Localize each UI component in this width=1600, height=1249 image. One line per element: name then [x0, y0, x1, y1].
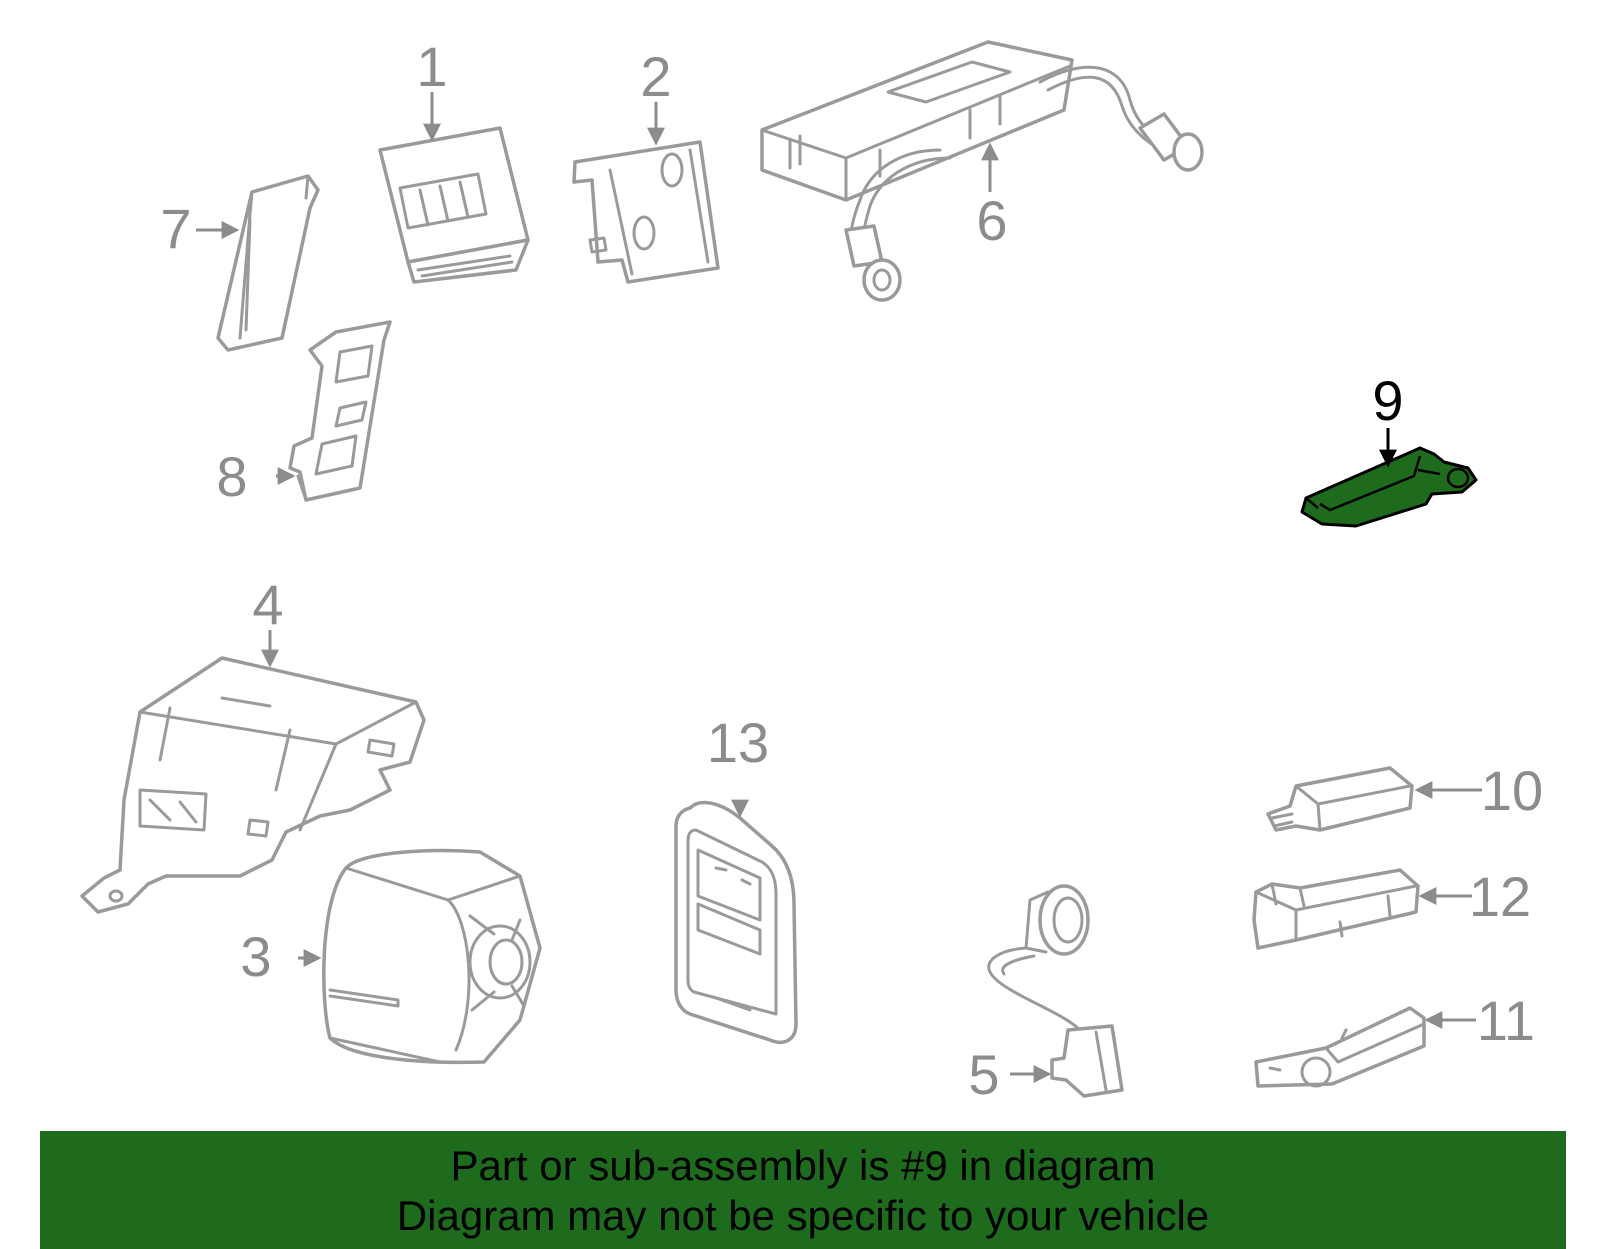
callout-4: 4 [252, 573, 283, 636]
callout-3: 3 [240, 925, 271, 988]
callout-13: 13 [707, 711, 769, 774]
part-10-module[interactable] [1266, 766, 1414, 832]
banner-line-part-info: Part or sub-assembly is #9 in diagram [450, 1142, 1156, 1189]
part-7-sensor-strip[interactable] [216, 174, 320, 352]
banner-line-disclaimer: Diagram may not be specific to your vehi… [396, 1192, 1210, 1239]
callout-6: 6 [976, 189, 1007, 252]
part-2-bracket[interactable] [572, 140, 720, 284]
callout-arrows [196, 92, 1482, 1083]
callout-7: 7 [160, 197, 191, 260]
callout-9: 9 [1372, 369, 1403, 432]
part-12-module[interactable] [1252, 868, 1420, 950]
callout-2: 2 [640, 45, 671, 108]
callout-1: 1 [416, 35, 447, 98]
info-banner: Part or sub-assembly is #9 in diagram Di… [40, 1131, 1566, 1249]
part-5-sensor-connector[interactable] [987, 884, 1124, 1098]
callout-8: 8 [216, 445, 247, 508]
part-6-module-harness[interactable] [760, 40, 1204, 302]
callout-12: 12 [1469, 865, 1531, 928]
part-9-highlighted-antenna[interactable] [1300, 446, 1478, 528]
part-8-mounting-bracket[interactable] [288, 320, 392, 502]
part-1-control-module[interactable] [378, 126, 530, 284]
part-4-large-bracket[interactable] [80, 656, 426, 914]
part-3-siren[interactable] [322, 848, 542, 1065]
callout-5: 5 [968, 1043, 999, 1106]
callout-labels: 1 2 3 4 5 6 7 8 9 10 11 12 13 [160, 35, 1543, 1106]
part-11-module[interactable] [1254, 1006, 1426, 1088]
callout-11: 11 [1477, 989, 1535, 1052]
part-13-key-fob[interactable] [674, 800, 798, 1045]
callout-10: 10 [1481, 759, 1543, 822]
